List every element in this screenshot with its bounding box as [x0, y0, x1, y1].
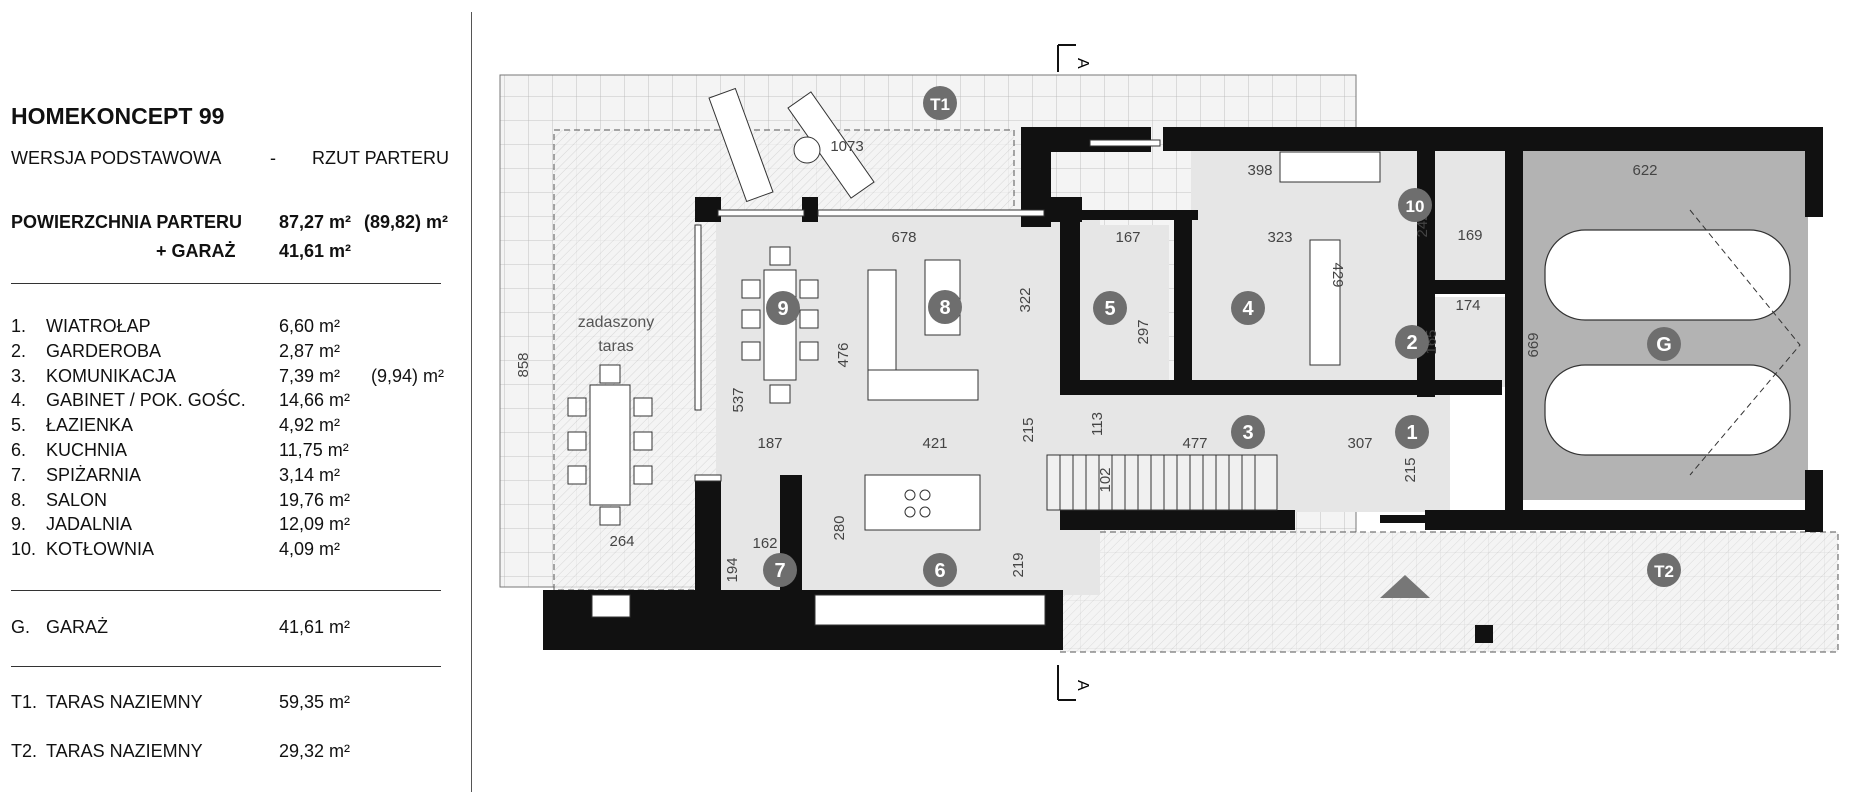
entrance-arrow-icon [1380, 575, 1430, 598]
dimension-label: 537 [730, 387, 747, 412]
dimension-label: 477 [1182, 435, 1207, 452]
garage-plus-value: 41,61 m² [279, 241, 352, 261]
floor-area-label: POWIERZCHNIA PARTERU [11, 212, 242, 232]
divider [11, 283, 441, 284]
office-floor [1191, 150, 1421, 380]
divider [11, 666, 441, 667]
post-marker [1475, 625, 1493, 643]
dimension-label: 280 [831, 515, 848, 540]
dimension-label: 162 [752, 535, 777, 552]
dimension-label: 421 [922, 435, 947, 452]
room-marker-label: T1 [930, 95, 950, 114]
room-marker-label: 7 [774, 560, 785, 582]
garage-door-outline [1689, 209, 1801, 476]
room-marker-circle [1398, 188, 1432, 222]
view-label: RZUT PARTERU [312, 148, 450, 168]
windows [694, 139, 1161, 482]
room-marker-label: 8 [939, 297, 950, 319]
floor-plan: A A zadaszony taras 1073 398 622 678 167… [499, 44, 1839, 701]
room-marker-circle [923, 553, 957, 587]
room-marker-circle [1647, 327, 1681, 361]
dimension-label: 429 [1329, 262, 1346, 287]
room-marker-label: 5 [1104, 298, 1115, 320]
dimension-label: 322 [1017, 287, 1034, 312]
section-marker-top [1057, 44, 1076, 72]
kitchen-counter [814, 594, 1046, 626]
dimension-label: 307 [1347, 435, 1372, 452]
room-marker-circle [1231, 415, 1265, 449]
dimension-label: 215 [1020, 417, 1037, 442]
dimension-label: 398 [1247, 162, 1272, 179]
room-marker-label: 10 [1406, 197, 1425, 216]
dimension-label: 174 [1455, 297, 1480, 314]
room-marker-label: 1 [1406, 422, 1417, 444]
dimension-label: 194 [724, 557, 741, 582]
office-furniture [1279, 151, 1381, 366]
dimension-label: 1073 [830, 138, 863, 155]
dimension-label: 167 [1115, 229, 1140, 246]
wardrobe-floor [1431, 297, 1509, 387]
dining-set [741, 246, 819, 404]
room-marker-circle [1093, 291, 1127, 325]
dimension-label: 476 [835, 342, 852, 367]
dimension-label: 219 [1010, 552, 1027, 577]
dimension-label: 215 [1402, 457, 1419, 482]
section-label-top: A [1074, 58, 1091, 69]
room-marker-label: T2 [1654, 562, 1674, 581]
floor-area-value: 87,27 m² [279, 212, 352, 232]
floor-area-alt: (89,82) m² [364, 212, 449, 232]
section-marker-bottom [1057, 665, 1076, 701]
project-title: HOMEKONCEPT 99 [11, 103, 225, 129]
room-marker-circle [1395, 415, 1429, 449]
dimension-label: 102 [1097, 467, 1114, 492]
room-marker-label: 3 [1242, 422, 1253, 444]
room-marker-circle [763, 553, 797, 587]
room-marker-circle [1231, 291, 1265, 325]
dimension-label: 169 [1457, 227, 1482, 244]
legend-panel: HOMEKONCEPT 99 WERSJA PODSTAWOWA - RZUT … [11, 103, 450, 761]
garage-cars [1544, 229, 1791, 456]
dimension-label: 187 [757, 435, 782, 452]
dimension-label: 858 [515, 352, 532, 377]
room-marker-label: 6 [934, 560, 945, 582]
room-marker-circle [1647, 553, 1681, 587]
dimension-label: 622 [1632, 162, 1657, 179]
dimension-label: 669 [1525, 332, 1542, 357]
walls [543, 127, 1823, 650]
section-label-bottom: A [1074, 680, 1091, 691]
room-marker-circle [1395, 325, 1429, 359]
dimension-label: 323 [1267, 229, 1292, 246]
room-marker-circle [928, 290, 962, 324]
terrace-note: zadaszony [578, 314, 655, 331]
terrace-furniture [567, 87, 875, 618]
dimension-label: 264 [609, 533, 634, 550]
divider [11, 590, 441, 591]
room-marker-circle [766, 291, 800, 325]
room-marker-label: G [1656, 334, 1672, 356]
room-marker-label: 2 [1406, 332, 1417, 354]
dimension-label: 297 [1135, 319, 1152, 344]
version-dash: - [270, 148, 276, 168]
vertical-separator [471, 12, 472, 792]
stairs [1046, 454, 1278, 511]
dimension-label: 678 [891, 229, 916, 246]
room-marker-label: 9 [777, 298, 788, 320]
terrace-t2-hatch [1060, 532, 1838, 652]
dimension-label: 113 [1089, 412, 1106, 436]
kitchen-island [864, 474, 981, 531]
room-marker-label: 4 [1242, 298, 1254, 320]
sofa-set [867, 259, 979, 401]
garage-plus-label: + GARAŻ [156, 241, 236, 261]
terrace-note: taras [598, 338, 634, 355]
version-label: WERSJA PODSTAWOWA [11, 148, 222, 168]
boiler-floor [1431, 150, 1509, 280]
room-marker-circle [923, 86, 957, 120]
